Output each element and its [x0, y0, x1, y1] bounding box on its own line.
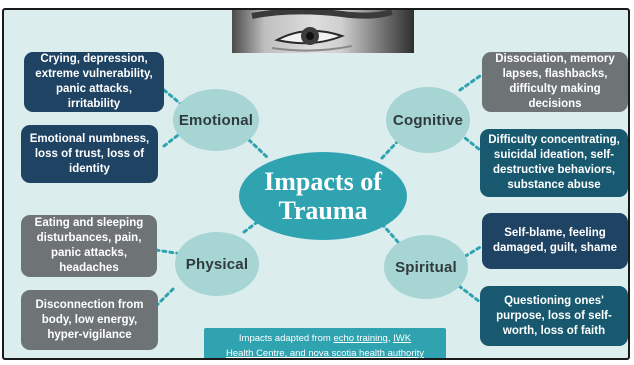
emotional-box-1: Crying, depression, extreme vulnerabilit… — [24, 52, 164, 112]
source-note: Impacts adapted from echo training, IWK … — [204, 328, 446, 359]
spiritual-box-2: Questioning ones' purpose, loss of self-… — [480, 286, 628, 346]
cognitive-box-2: Difficulty concentrating, suicidal ideat… — [480, 129, 628, 197]
category-spiritual: Spiritual — [384, 235, 468, 299]
source-link-iwk[interactable]: IWK — [393, 333, 412, 344]
eye-photo — [232, 10, 414, 53]
physical-box-2: Disconnection from body, low energy, hyp… — [21, 290, 158, 350]
source-link-health-centre[interactable]: Health Centre, and nova scotia health au… — [225, 348, 425, 359]
source-prefix: Impacts adapted from — [238, 333, 334, 344]
physical-box-1: Eating and sleeping disturbances, pain, … — [21, 215, 157, 277]
center-title: Impacts of Trauma — [239, 152, 407, 240]
infographic-frame: Crying, depression, extreme vulnerabilit… — [2, 8, 630, 360]
category-cognitive: Cognitive — [386, 87, 470, 153]
source-link-echo-training[interactable]: echo training — [333, 333, 388, 344]
connector-lines — [154, 74, 484, 308]
cognitive-box-1: Dissociation, memory lapses, flashbacks,… — [482, 52, 628, 112]
emotional-box-2: Emotional numbness, loss of trust, loss … — [21, 125, 158, 183]
spiritual-box-1: Self-blame, feeling damaged, guilt, sham… — [482, 213, 628, 269]
source-separator: , — [387, 333, 394, 344]
category-physical: Physical — [175, 232, 259, 296]
center-title-text: Impacts of Trauma — [264, 167, 382, 225]
category-emotional: Emotional — [173, 89, 259, 151]
